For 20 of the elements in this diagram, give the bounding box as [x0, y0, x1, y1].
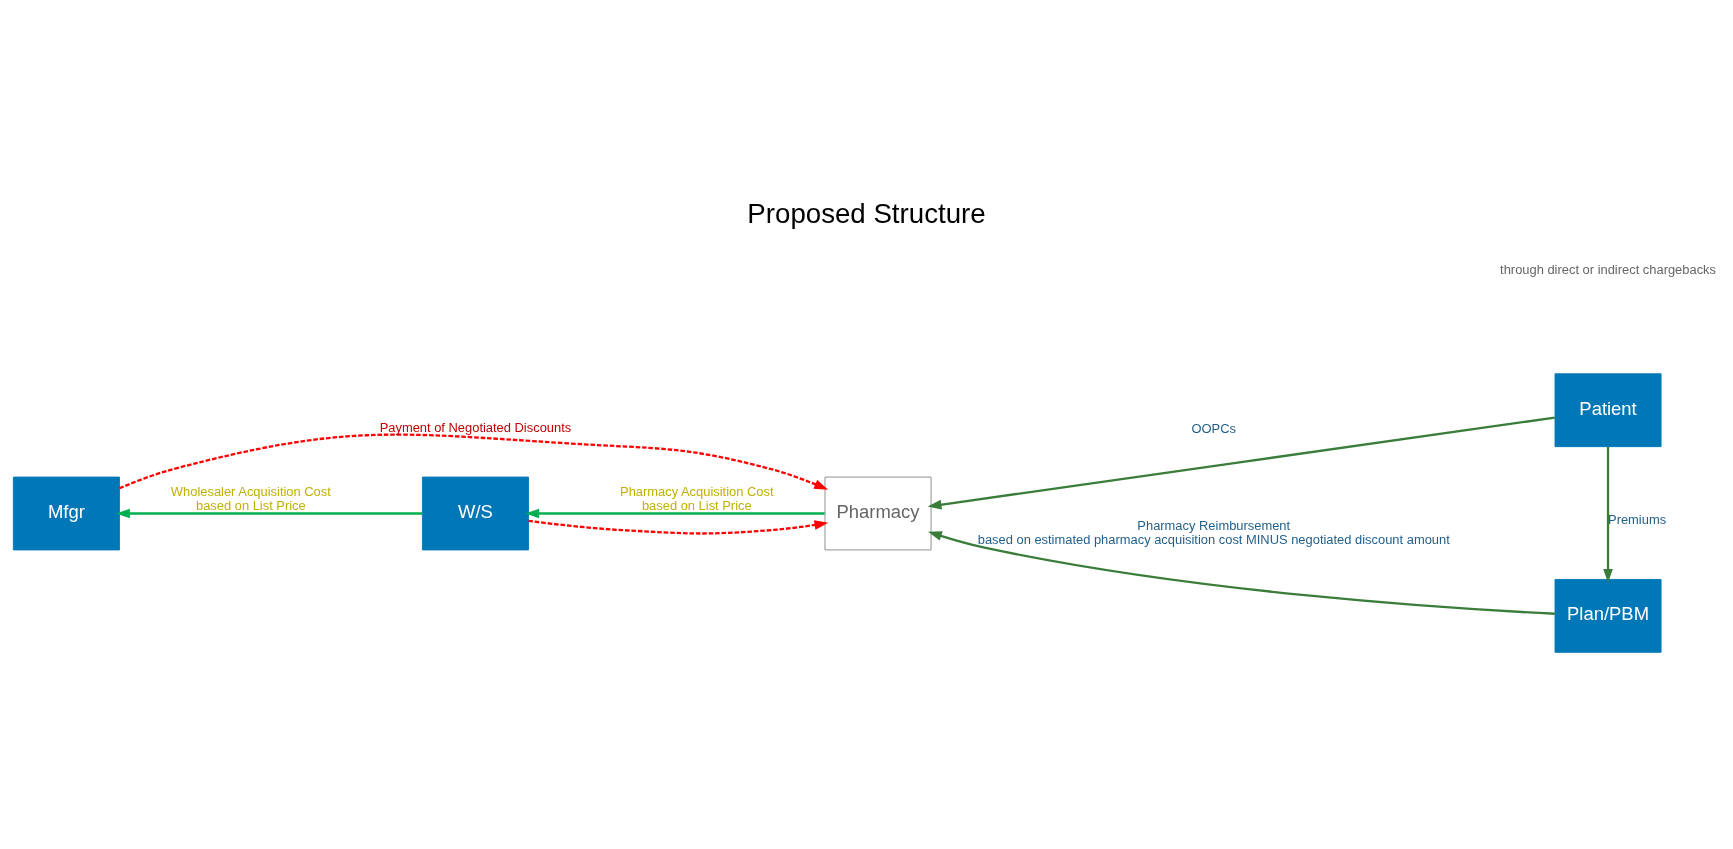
edge-label: Pharmacy Reimbursement based on estimated pharmacy acquisition cost MINUS negotiated discount amount [977, 518, 1450, 548]
arrow [1603, 446, 1613, 583]
edge-label: Pharmacy Acquisition Cost based on List Price [620, 484, 774, 513]
arrow [525, 508, 825, 519]
label: through direct or indirect chargebacks [1500, 262, 1717, 278]
arrow [927, 416, 1555, 510]
diagram-title: Proposed Structure [747, 197, 986, 229]
edge-label: Payment of Negotiated Discounts [379, 419, 572, 435]
arrow [927, 531, 1555, 615]
edge-label: Wholesaler Acquisition Cost based on List Price [170, 484, 331, 513]
node-box: Patient [1554, 373, 1662, 448]
node-box: Pharmacy [824, 476, 932, 551]
arrow [528, 519, 829, 535]
arrow [119, 433, 829, 490]
edge-label: Premiums [1608, 511, 1667, 527]
arrow [116, 508, 423, 519]
node-box: W/S [421, 476, 529, 551]
node-box: Mfgr [12, 476, 120, 551]
edge-label: OOPCs [1191, 420, 1236, 436]
node-box: Plan/PBM [1554, 579, 1662, 653]
